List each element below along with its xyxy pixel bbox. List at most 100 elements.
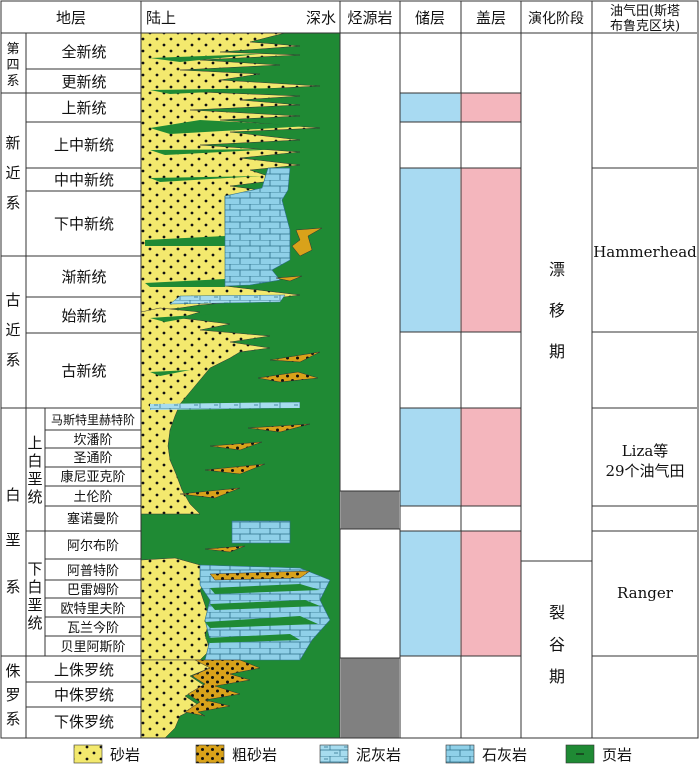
shale-streak <box>150 370 190 376</box>
stage-drift: 移 <box>549 301 565 320</box>
legend-item-marl: 泥灰岩 <box>319 744 401 764</box>
series-label: 下侏罗统 <box>54 713 114 731</box>
coarse-sand-lens <box>209 570 311 581</box>
header-row: 地层 陆上 深水 烃源岩 储层 盖层 演化阶段 油气田(斯塔 布鲁克区块) <box>56 3 680 34</box>
legend-label-shale: 页岩 <box>602 746 632 764</box>
shale-streak <box>150 149 280 155</box>
field-liza-line2: 29个油气田 <box>605 462 684 480</box>
system-jurassic: 侏 <box>5 662 20 680</box>
table-grid <box>0 0 699 739</box>
seal-bar <box>461 408 521 506</box>
coarse-sand-lens <box>257 371 319 383</box>
marl-band-eocene <box>169 294 286 305</box>
series-labels: 全新统 更新统 上新统 上中新统 中中新统 下中新统 渐新统 始新统 古新统 马… <box>51 43 135 731</box>
stage-drift: 漂 <box>549 260 565 279</box>
legend-item-limestone: 石灰岩 <box>445 744 527 764</box>
coarse-sand-lens <box>209 441 263 451</box>
series-label: 康尼亚克阶 <box>60 469 125 485</box>
field-liza-line1: Liza等 <box>622 442 669 460</box>
stage-rift: 谷 <box>549 635 565 654</box>
system-quaternary: 四 <box>6 58 19 73</box>
series-label: 圣通阶 <box>73 451 112 466</box>
legend-swatch-sandstone <box>73 744 103 764</box>
source-rock-bar <box>341 491 399 529</box>
reservoir-bar <box>400 168 460 332</box>
header-field-line2: 布鲁克区块) <box>610 19 680 34</box>
legend-label-coarse: 粗砂岩 <box>232 746 277 764</box>
series-label: 上中新统 <box>54 136 114 154</box>
series-label: 渐新统 <box>61 268 106 286</box>
stage-rift: 裂 <box>549 603 565 622</box>
shale-streak <box>150 314 210 322</box>
series-label: 阿尔布阶 <box>67 539 119 554</box>
header-source: 烃源岩 <box>347 9 392 27</box>
system-jurassic: 系 <box>5 710 20 728</box>
subseries-lower-cretaceous: 白 <box>27 578 42 596</box>
series-label: 上新统 <box>61 99 106 117</box>
sand-lens <box>275 275 303 282</box>
coarse-sand-body-jurassic <box>184 659 261 717</box>
subseries-lower-cretaceous: 下 <box>27 560 42 578</box>
system-neogene: 近 <box>5 164 20 182</box>
shale-streak <box>150 54 260 62</box>
seal-bar <box>461 93 521 122</box>
header-strata: 地层 <box>56 9 86 27</box>
series-label: 中侏罗统 <box>54 686 114 704</box>
system-paleogene: 古 <box>5 291 20 309</box>
seal-intervals <box>461 93 521 656</box>
shale-streak <box>150 120 310 134</box>
system-neogene: 新 <box>5 134 20 152</box>
evolution-stage-labels: 漂 移 期 裂 谷 期 <box>549 260 565 686</box>
shale-streak <box>210 600 320 610</box>
coarse-sand-lens <box>247 423 311 433</box>
limestone-thin <box>150 402 300 410</box>
system-paleogene: 近 <box>5 321 20 339</box>
coarse-sand-lens <box>204 463 266 475</box>
legend-label-marl: 泥灰岩 <box>356 746 401 764</box>
shale-streak <box>150 176 262 182</box>
series-label: 下中新统 <box>54 215 114 233</box>
series-label: 坎潘阶 <box>73 433 112 448</box>
stage-rift: 期 <box>549 667 565 686</box>
header-field-line1: 油气田(斯塔 <box>610 3 680 19</box>
series-label: 塞诺曼阶 <box>67 511 119 527</box>
lithology-column <box>141 33 340 738</box>
series-label: 始新统 <box>61 307 106 325</box>
sandstone-body-paleocene <box>141 307 271 515</box>
reservoir-bar <box>400 531 460 656</box>
legend-swatch-coarse <box>195 744 225 764</box>
coarse-sand-lens <box>269 351 321 363</box>
stage-drift: 期 <box>549 342 565 361</box>
series-label: 阿普特阶 <box>67 564 119 579</box>
legend-item-shale: 页岩 <box>565 744 632 764</box>
header-land: 陆上 <box>146 9 176 27</box>
field-ranger: Ranger <box>617 584 674 602</box>
series-label: 中中新统 <box>54 171 114 189</box>
legend-swatch-marl <box>319 744 349 764</box>
system-quaternary: 第 <box>6 42 19 57</box>
system-cretaceous: 白 <box>5 486 20 504</box>
series-label: 马斯特里赫特阶 <box>51 412 135 427</box>
subseries-upper-cretaceous: 白 <box>27 452 42 470</box>
series-label: 更新统 <box>61 73 106 91</box>
subseries-upper-cretaceous: 统 <box>27 488 42 506</box>
legend-label-sandstone: 砂岩 <box>110 746 140 764</box>
system-paleogene: 系 <box>5 351 20 369</box>
limestone-block-cenomanian <box>231 520 291 544</box>
shale-streak <box>145 236 225 246</box>
header-seal: 盖层 <box>476 9 506 27</box>
header-deep: 深水 <box>306 9 336 27</box>
header-reservoir: 储层 <box>415 9 445 27</box>
series-label: 土伦阶 <box>73 490 112 505</box>
series-label: 瓦兰今阶 <box>67 620 119 636</box>
reservoir-bar <box>400 408 460 506</box>
limestone-block-miocene <box>224 167 291 287</box>
series-label: 上侏罗统 <box>54 661 114 679</box>
shale-streak <box>210 584 320 594</box>
seal-bar <box>461 531 521 656</box>
system-neogene: 系 <box>5 194 20 212</box>
field-hammerhead: Hammerhead <box>593 243 697 261</box>
system-quaternary: 系 <box>6 74 19 89</box>
legend-label-limestone: 石灰岩 <box>482 746 527 764</box>
